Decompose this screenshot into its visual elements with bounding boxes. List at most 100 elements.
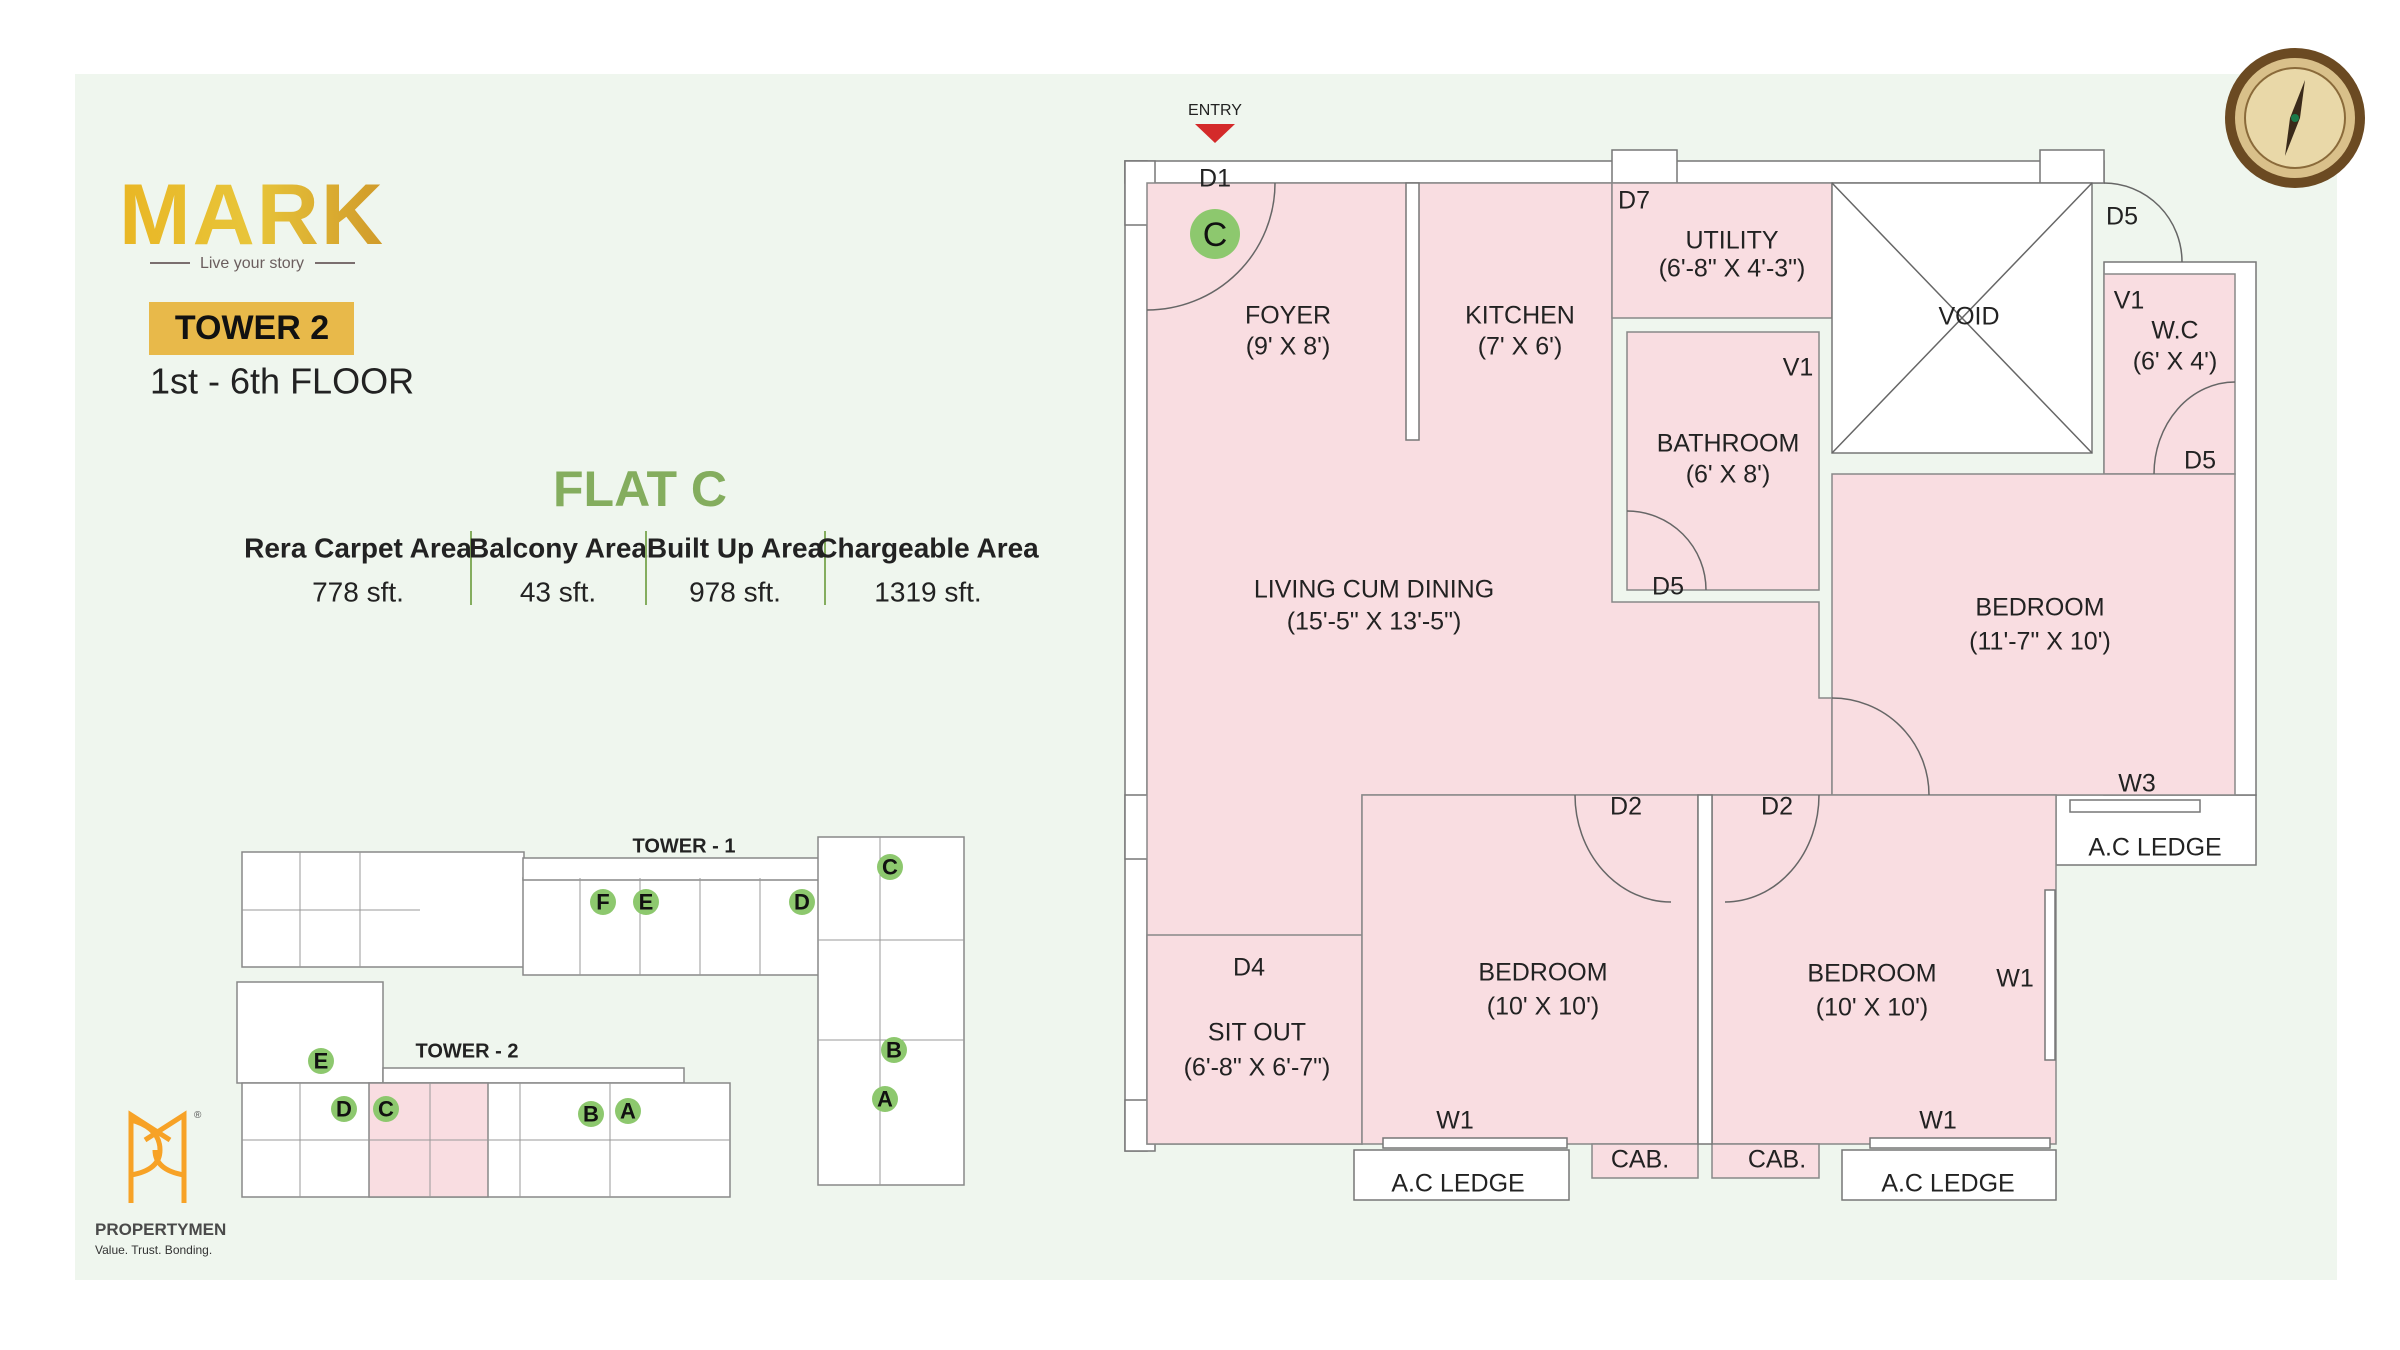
door-swing-d2 [1574,794,1672,903]
room-size: (15'-5" X 13'-5") [1287,608,1462,636]
unit-badge [1190,209,1240,259]
key-plan-tower1-label: TOWER - 1 [633,835,736,857]
tag-v1: V1 [1783,354,1814,382]
room-name: KITCHEN [1465,302,1575,330]
propertymen-logo: ® PROPERTYMEN Value. Trust. Bonding. [95,1110,226,1257]
room-size: (11'-7" X 10') [1969,628,2111,656]
tag-d2: D2 [1761,793,1793,821]
svg-text:B: B [583,1102,599,1127]
svg-text:D: D [336,1097,352,1122]
area-label: Chargeable Area [817,532,1039,563]
tag-d5: D5 [1652,573,1684,601]
developer-tagline: Value. Trust. Bonding. [95,1243,212,1257]
ac-ledge-bottom-left [1353,1149,1570,1201]
area-table: Rera Carpet Area 778 sft. Balcony Area 4… [244,531,1039,607]
unit-marker: A [872,1086,898,1112]
room-size: (10' X 10') [1487,993,1599,1021]
svg-text:F: F [596,890,609,915]
tag-d5: D5 [2106,203,2138,231]
room-name: FOYER [1245,302,1331,330]
svg-text:C: C [378,1097,394,1122]
tag-cab: CAB. [1611,1146,1669,1174]
room-utility [1611,182,1833,319]
room-name: BATHROOM [1657,430,1800,458]
tag-d4: D4 [1233,954,1265,982]
tower1-corridor [522,857,829,881]
tag-w1: W1 [1436,1107,1474,1135]
cabinet-right [1711,1143,1820,1179]
wall-bump [1611,149,1678,184]
tower-label: TOWER 2 [175,309,329,347]
area-value: 978 sft. [689,576,781,607]
tag-d5: D5 [2184,447,2216,475]
room-name: BEDROOM [1478,959,1607,987]
tag-w1: W1 [1919,1107,1957,1135]
svg-text:C: C [882,855,898,880]
room-name: VOID [1938,303,1999,331]
area-value: 778 sft. [312,576,404,607]
wall-bump [2039,149,2105,184]
door-swing-bedroom [1831,697,1930,796]
floor-plan: ENTRY C FOYER (9' X 8') KITCHEN (7' X 6'… [1124,102,2257,1201]
partition-wall [1697,794,1713,1145]
tag-d7: D7 [1618,187,1650,215]
unit-marker: C [877,854,903,880]
flat-title: FLAT C [553,461,727,517]
ledge-label: A.C LEDGE [1391,1170,1524,1198]
tower-badge [149,302,354,355]
room-sitout [1146,934,1363,1145]
tag-w1: W1 [1996,965,2034,993]
developer-name: PROPERTYMEN [95,1220,226,1239]
area-label: Built Up Area [647,532,824,563]
unit-marker-current: C [373,1096,399,1122]
mark-logo: MARK Live your story [119,167,385,272]
entry-label: ENTRY [1188,102,1242,119]
svg-text:E: E [639,890,654,915]
room-bedroom-3 [1711,794,2057,1145]
unit-marker: B [578,1101,604,1127]
ledge-label: A.C LEDGE [2088,834,2221,862]
compass-icon [2225,48,2365,188]
area-label: Balcony Area [469,532,647,563]
area-value: 43 sft. [520,576,596,607]
logo-tagline: Live your story [200,255,304,272]
tag-v1: V1 [2114,287,2145,315]
unit-marker: A [615,1098,641,1124]
unit-marker: B [881,1037,907,1063]
unit-marker: F [590,889,616,915]
room-name: W.C [2151,317,2198,345]
tag-cab: CAB. [1748,1146,1806,1174]
unit-marker: D [331,1096,357,1122]
registered-mark: ® [194,1110,202,1121]
room-name: BEDROOM [1807,960,1936,988]
door-swing-d5 [2103,182,2183,263]
door-swing-d5 [1626,510,1707,591]
tower2-corridor [382,1067,685,1084]
unit-marker: E [633,889,659,915]
window-w3 [2069,799,2201,813]
room-name: UTILITY [1685,227,1778,255]
partition-wall [1405,182,1420,441]
pm-monogram-icon [128,1110,187,1203]
unit-marker: D [789,889,815,915]
room-size: (7' X 6') [1478,333,1563,361]
svg-text:B: B [886,1038,902,1063]
room-size: (6'-8" X 6'-7") [1184,1054,1331,1082]
svg-text:E: E [314,1049,329,1074]
room-size: (9' X 8') [1246,333,1331,361]
room-size: (10' X 10') [1816,994,1928,1022]
room-name: BEDROOM [1975,594,2104,622]
area-label: Rera Carpet Area [244,532,472,563]
svg-text:A: A [877,1087,893,1112]
door-swing-d1 [1146,182,1276,311]
floor-range: 1st - 6th FLOOR [150,361,414,402]
tag-w3: W3 [2118,770,2156,798]
entry-arrow-icon [1195,124,1235,143]
door-swing-d2 [1724,794,1820,903]
unit-badge-text: C [1203,216,1228,254]
key-plan-tower2-label: TOWER - 2 [416,1040,519,1062]
window-w1 [1869,1137,2051,1149]
window-w1 [1382,1137,1568,1149]
door-swing-d5 [2153,381,2236,475]
logo-text: MARK [119,167,385,263]
